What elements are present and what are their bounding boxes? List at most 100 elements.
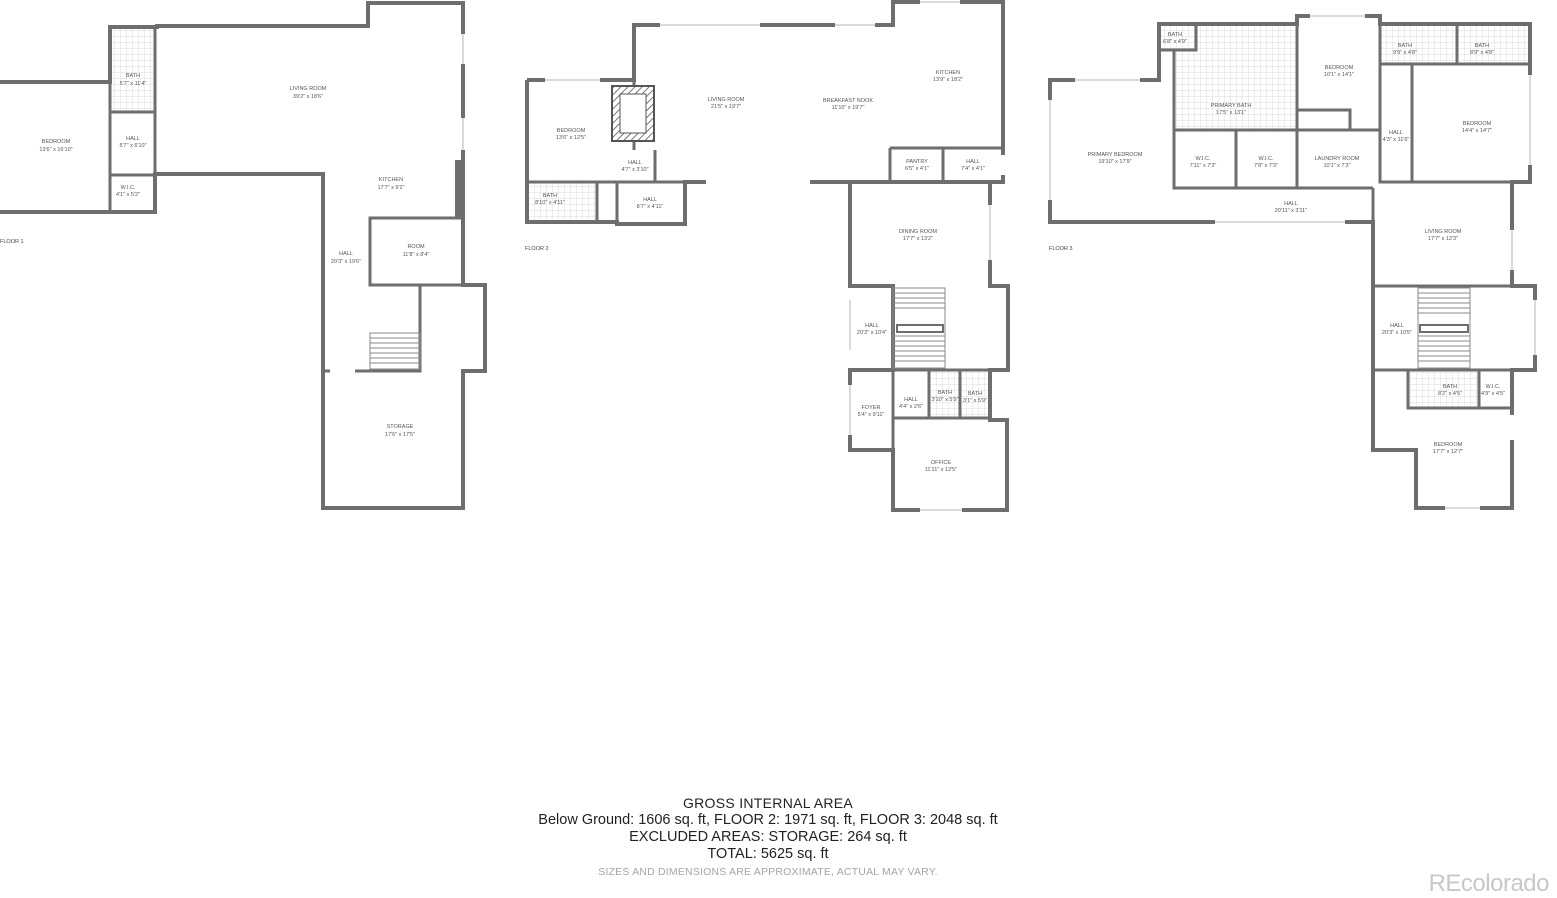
floor-3-room-name: BEDROOM (1325, 65, 1354, 71)
floor-2-label: FLOOR 2 (525, 246, 549, 252)
floor-3-room-name: W.I.C. (1486, 384, 1501, 390)
floor-3-room-dims: 8'2" x 4'5" (1438, 391, 1462, 397)
floor-3-room-name: BATH (1443, 384, 1457, 390)
floor-2-room-dims: 5'4" x 9'11" (858, 412, 885, 418)
floor-3-room-name: HALL (1284, 201, 1298, 207)
floor-2-room-dims: 8'7" x 4'11" (637, 204, 664, 210)
floor-1-room-dims: 5'7" x 11'4" (120, 81, 147, 87)
floor-2-room-name: HALL (904, 397, 918, 403)
floor-2-stairs (892, 287, 946, 369)
floor-1-room-dims: 20'3" x 19'6" (331, 259, 361, 265)
floor-2-room-name: FOYER (862, 405, 881, 411)
floor-3-room-dims: 7'8" x 7'3" (1254, 163, 1278, 169)
floor-3-bath-tile (1457, 26, 1528, 64)
floor-1-room-dims: 5'7" x 6'10" (119, 143, 146, 149)
floor-2-room-name: HALL (643, 197, 657, 203)
floor-3-label: FLOOR 3 (1049, 246, 1073, 252)
floor-3-room-dims: 20'3" x 10'5" (1382, 330, 1412, 336)
floor-3-room-dims: 10'1" x 14'1" (1324, 72, 1354, 78)
floor-3-room-dims: 19'10" x 17'9" (1098, 159, 1131, 165)
gross-area-summary: Below Ground: 1606 sq. ft, FLOOR 2: 1971… (0, 812, 1536, 863)
floor-2-room-dims: 6'5" x 4'1" (905, 166, 929, 172)
floor-1-room-dims: 39'2" x 18'6" (293, 94, 323, 100)
floor-3-plan: FLOOR 3 BATH 6'8" x 4'9" PRIMARY BATH 17… (1048, 14, 1537, 510)
floor-2-room-dims: 7'4" x 4'1" (961, 166, 985, 172)
floor-1-room-name: W.I.C. (121, 185, 136, 191)
floor-2-room-name: PANTRY (906, 159, 928, 165)
floor-2-room-name: BEDROOM (557, 128, 586, 134)
floor-3-room-dims: 10'1" x 7'3" (1323, 163, 1350, 169)
floor-2-room-name: BATH (543, 193, 557, 199)
floor-1-room-dims: 17'6" x 17'5" (385, 432, 415, 438)
floor-3-room-name: BATH (1168, 32, 1182, 38)
floor-3-room-dims: 4'9" x 4'5" (1481, 391, 1505, 397)
excluded-areas-line: EXCLUDED AREAS: STORAGE: 264 sq. ft (629, 829, 907, 845)
floor-1-room-name: KITCHEN (379, 177, 403, 183)
floor-2-room-name: OFFICE (931, 460, 951, 466)
floor-2-room-dims: 4'7" x 3'10" (621, 167, 648, 173)
gross-area-title: GROSS INTERNAL AREA (682, 795, 854, 811)
disclaimer-note: SIZES AND DIMENSIONS ARE APPROXIMATE, AC… (598, 866, 938, 878)
floor-3-room-dims: 17'5" x 13'1" (1216, 110, 1246, 116)
floor-2-room-dims: 11'11" x 12'5" (925, 467, 957, 473)
floor-3-room-dims: 6'8" x 4'9" (1163, 39, 1187, 45)
floor-3-room-name: BEDROOM (1463, 121, 1492, 127)
floor-2-room-dims: 17'7" x 13'2" (903, 236, 933, 242)
area-breakdown-line: Below Ground: 1606 sq. ft, FLOOR 2: 1971… (538, 812, 998, 828)
floor-3-room-name: BEDROOM (1434, 442, 1463, 448)
floor-3-room-name: HALL (1390, 323, 1404, 329)
floor-2-plan: FLOOR 2 BEDROOM 13'6" x 12'5" BATH 8'10"… (525, 0, 1010, 512)
floor-2-room-dims: 21'5" x 19'7" (711, 104, 741, 110)
floor-1-room-dims: 4'1" x 5'2" (116, 192, 140, 198)
total-area-line: TOTAL: 5625 sq. ft (707, 846, 829, 862)
floor-1-label: FLOOR 1 (0, 239, 24, 245)
floor-1-plan: FLOOR 1 BEDROOM 13'6" x 16'10" BATH 5'7"… (0, 1, 487, 510)
floor-3-bath-tile (1408, 372, 1479, 406)
floor-2-room-dims: 20'3" x 10'4" (857, 330, 887, 336)
floor-1-bath-tile (111, 28, 155, 112)
floor-1-room-name: STORAGE (387, 424, 414, 430)
floor-1-room-name: LIVING ROOM (290, 86, 327, 92)
floor-2-room-name: HALL (966, 159, 980, 165)
floor-2-bath-tile (529, 182, 596, 220)
floor-2-room-dims: 13'6" x 12'5" (556, 135, 586, 141)
floor-3-room-name: W.I.C. (1196, 156, 1211, 162)
floor-3-stairs (1417, 287, 1471, 369)
floor-2-room-dims: 3'10" x 5'9" (931, 397, 958, 403)
floor-2-room-name: BREAKFAST NOOK (823, 98, 873, 104)
floor-1-room-dims: 11'8" x 8'4" (403, 252, 430, 258)
floor-2-room-dims: 4'4" x 2'6" (899, 404, 923, 410)
floor-1-stairs (369, 332, 421, 370)
floor-3-room-name: LIVING ROOM (1425, 229, 1462, 235)
floor-3-room-name: BATH (1475, 43, 1489, 49)
floor-2-room-dims: 13'9" x 18'2" (933, 77, 963, 83)
floor-1-room-name: HALL (126, 136, 140, 142)
floor-1-room-dims: 17'7" x 9'2" (377, 185, 404, 191)
floor-3-room-name: W.I.C. (1259, 156, 1274, 162)
floor-1-outline (0, 1, 487, 510)
floor-3-room-name: HALL (1389, 130, 1403, 136)
floor-1-room-name: BATH (126, 73, 140, 79)
floor-2-room-name: KITCHEN (936, 70, 960, 76)
floor-3-room-name: PRIMARY BATH (1211, 103, 1252, 109)
floor-1-room-dims: 13'6" x 16'10" (39, 147, 72, 153)
floor-3-room-name: LAUNDRY ROOM (1315, 156, 1360, 162)
floor-3-room-name: PRIMARY BEDROOM (1088, 152, 1143, 158)
floor-1-room-name: BEDROOM (42, 139, 71, 145)
floor-3-bath-tile (1380, 26, 1455, 64)
floor-3-room-name: BATH (1398, 43, 1412, 49)
floor-1-room-name: HALL (339, 251, 353, 257)
floor-3-room-dims: 20'11" x 3'11" (1275, 208, 1307, 214)
floor-3-room-dims: 7'11" x 7'3" (1190, 163, 1217, 169)
floor-2-room-dims: 11'10" x 19'7" (832, 105, 865, 111)
floor-3-room-dims: 8'9" x 4'8" (1470, 50, 1494, 56)
floor-2-room-name: BATH (968, 391, 982, 397)
floor-1-room-name: ROOM (407, 244, 425, 250)
floor-2-room-name: HALL (865, 323, 879, 329)
floor-2-room-dims: 3'1" x 5'9" (963, 398, 987, 404)
floor-2-room-name: DINING ROOM (899, 229, 937, 235)
floor-2-room-name: LIVING ROOM (708, 97, 745, 103)
floor-2-room-name: BATH (938, 390, 952, 396)
brand-watermark: REcolorado (1428, 870, 1550, 897)
